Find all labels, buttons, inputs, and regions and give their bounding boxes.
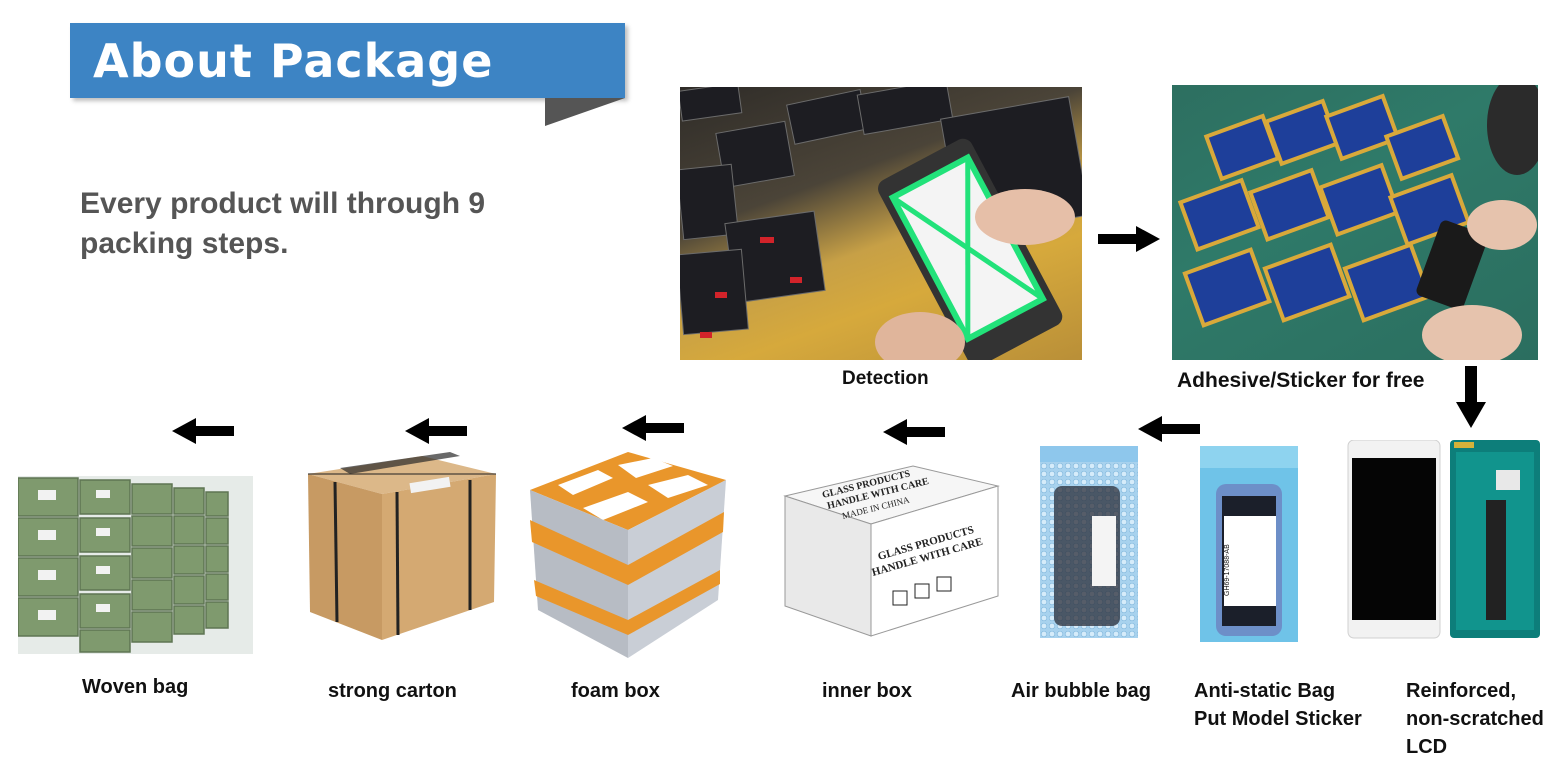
label-carton: strong carton <box>328 680 457 702</box>
label-lcd-line-1: Reinforced, <box>1406 680 1517 702</box>
detection-illustration <box>680 87 1082 360</box>
label-antistatic-line-2: Put Model Sticker <box>1194 708 1362 730</box>
label-lcd-line-2: non-scratched <box>1406 708 1544 730</box>
adhesive-photo <box>1172 85 1538 360</box>
foam-box-image <box>530 452 726 658</box>
label-bubble: Air bubble bag <box>1011 680 1151 702</box>
label-woven: Woven bag <box>82 676 189 698</box>
arrow-left-icon <box>883 419 945 445</box>
label-foam-box: foam box <box>571 680 660 702</box>
banner-tail <box>545 98 625 126</box>
page-title: About Package <box>93 34 494 88</box>
caption-detection: Detection <box>842 368 929 389</box>
bubble-bag-image <box>1040 446 1138 638</box>
antistatic-bag-image: GH69-17088-AB <box>1200 446 1298 642</box>
arrow-right-icon <box>1098 226 1160 252</box>
caption-adhesive: Adhesive/Sticker for free <box>1177 369 1425 392</box>
arrow-left-icon <box>622 415 684 441</box>
label-antistatic: Anti-static Bag Put Model Sticker <box>1194 677 1362 733</box>
arrow-down-icon <box>1456 366 1486 428</box>
detection-photo <box>680 87 1082 360</box>
label-inner-box: inner box <box>822 680 913 702</box>
label-antistatic-line-1: Anti-static Bag <box>1194 680 1336 702</box>
header-banner <box>70 23 625 98</box>
adhesive-illustration <box>1177 85 1538 360</box>
woven-bags-image <box>18 476 253 654</box>
label-lcd: Reinforced, non-scratched LCD <box>1406 677 1544 761</box>
lcd-screens-image <box>1347 440 1540 639</box>
inner-box-image: GLASS PRODUCTS HANDLE WITH CARE MADE IN … <box>783 465 1000 637</box>
arrow-left-icon <box>405 418 467 444</box>
arrow-left-icon <box>1138 416 1200 442</box>
antistatic-sticker-code: GH69-17088-AB <box>1224 544 1231 596</box>
carton-image <box>308 452 496 640</box>
intro-text: Every product will through 9 packing ste… <box>80 187 486 260</box>
label-lcd-line-3: LCD <box>1406 736 1448 758</box>
arrow-left-icon <box>172 418 234 444</box>
